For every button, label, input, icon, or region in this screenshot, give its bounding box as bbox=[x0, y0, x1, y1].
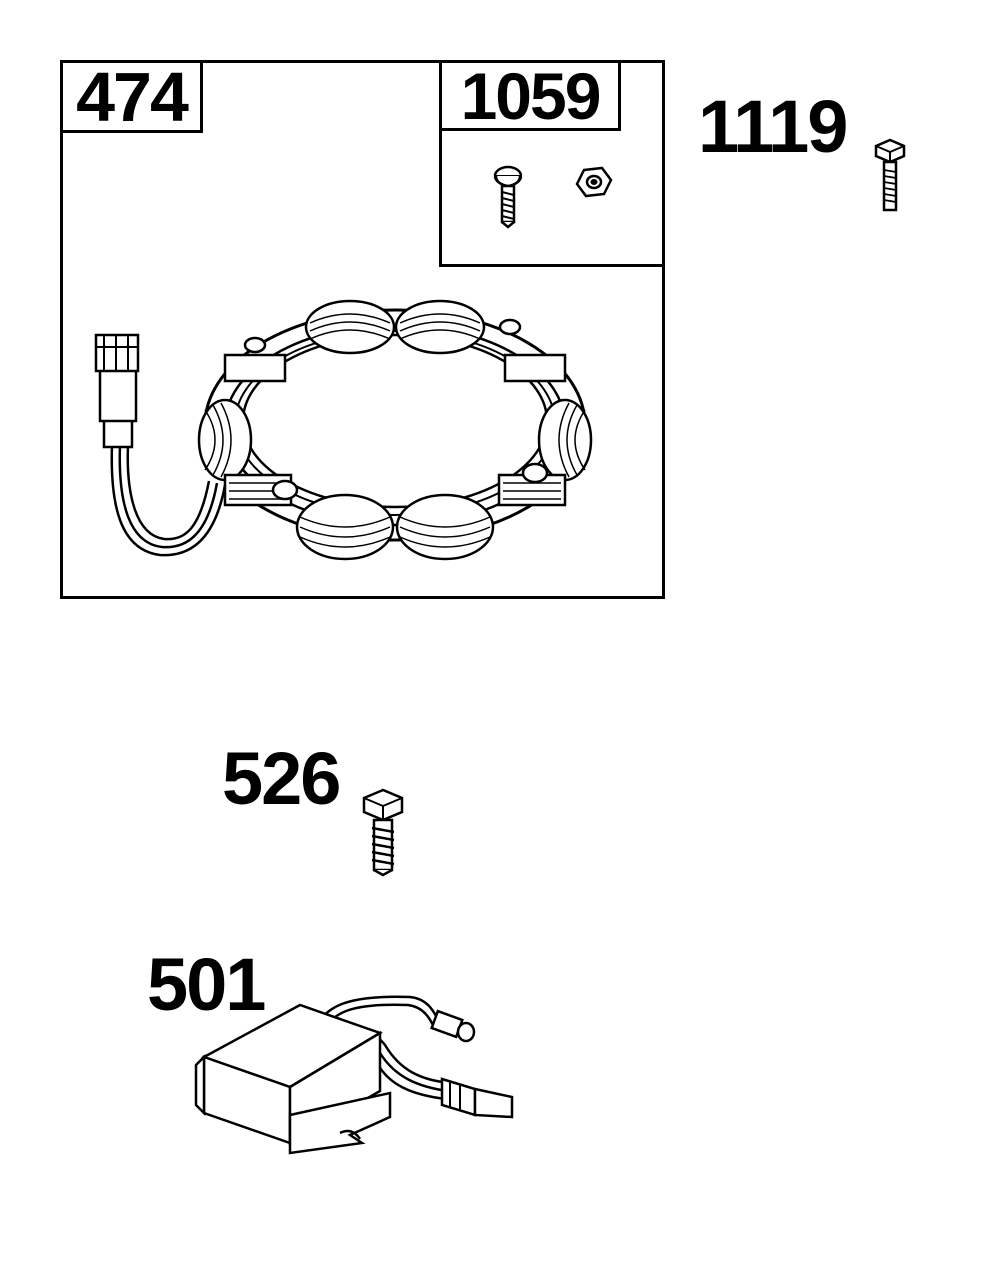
stator-ref-label-box: 474 bbox=[60, 60, 203, 133]
hex-bolt-icon bbox=[362, 788, 404, 877]
hex-nut-icon bbox=[575, 166, 613, 198]
stator-ring-icon bbox=[197, 299, 593, 561]
stator-ref-number: 474 bbox=[76, 57, 189, 136]
hardware-kit-ref-label-box: 1059 bbox=[439, 60, 621, 131]
bolt-mid-ref-number: 526 bbox=[222, 737, 341, 820]
screw-icon bbox=[493, 165, 523, 229]
bolt-top-ref-number: 1119 bbox=[698, 85, 848, 168]
stator-wire-harness bbox=[94, 333, 227, 557]
hardware-kit-ref-number: 1059 bbox=[460, 58, 602, 133]
voltage-regulator-icon bbox=[194, 995, 514, 1155]
regulator-ref-number: 501 bbox=[147, 943, 266, 1026]
hex-bolt-icon bbox=[874, 138, 906, 212]
stator-assembly-frame bbox=[60, 60, 665, 599]
